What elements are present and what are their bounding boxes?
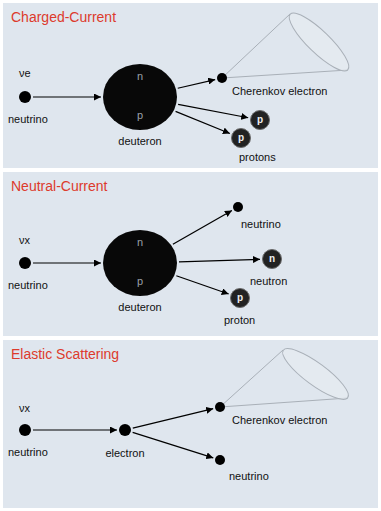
panel-title: Charged-Current — [11, 9, 116, 26]
deuteron-nucleus: npdeuteron — [103, 64, 177, 130]
nucleon-ball: nneutron — [262, 249, 282, 269]
nucleon-symbol: p — [137, 109, 143, 122]
reaction-arrow — [179, 259, 260, 261]
particle-dot: Cherenkov electron — [215, 402, 225, 412]
particle-label: neutron — [250, 275, 287, 288]
panel-ground — [3, 340, 378, 508]
particle-label: deuteron — [118, 301, 161, 314]
particle-label: electron — [105, 447, 144, 460]
reaction-panel: Neutral-Currentνxneutrinonpdeuteronneutr… — [3, 172, 378, 336]
nucleon-ball: p — [250, 110, 270, 130]
particle-label: Cherenkov electron — [232, 414, 327, 427]
nucleon-symbol: n — [137, 236, 143, 249]
particle-dot: neutrino — [233, 202, 243, 212]
reaction-arrow — [33, 429, 117, 430]
nucleon-symbol: n — [137, 70, 143, 83]
particle-label: neutrino — [229, 470, 269, 483]
panel-title: Elastic Scattering — [11, 346, 119, 363]
particle-dot: neutrino — [215, 455, 225, 465]
particle-label: neutrino — [8, 446, 48, 459]
particle-label: neutrino — [8, 279, 48, 292]
particle-symbol: νx — [19, 402, 30, 415]
particle-label: proton — [224, 314, 255, 327]
reaction-arrow — [178, 80, 215, 89]
particle-label: neutrino — [241, 218, 281, 231]
panel-title: Neutral-Current — [11, 178, 107, 195]
reaction-arrow — [133, 409, 213, 428]
particle-dot: electron — [119, 424, 131, 436]
panel-ground — [3, 3, 378, 168]
reaction-arrow — [173, 210, 232, 244]
reaction-arrow — [178, 104, 248, 117]
nucleon-symbol: p — [137, 275, 143, 288]
nucleon-ball: pproton — [230, 288, 250, 308]
reaction-arrow — [133, 432, 214, 457]
particle-label: neutrino — [8, 113, 48, 126]
reaction-arrow — [176, 111, 230, 133]
nucleon-symbol: p — [237, 292, 243, 304]
nucleon-symbol: p — [257, 114, 263, 126]
particle-label: Cherenkov electron — [232, 85, 327, 98]
particle-symbol: νe — [19, 67, 31, 80]
nucleon-symbol: n — [269, 253, 275, 265]
particle-dot: νeneutrino — [19, 91, 31, 103]
particle-dot: νxneutrino — [19, 257, 31, 269]
reaction-arrow — [33, 96, 101, 97]
reaction-arrow — [33, 262, 101, 263]
cherenkov-cone — [222, 6, 355, 78]
panel-ground — [3, 172, 378, 336]
reaction-arrow — [176, 276, 228, 294]
nucleon-symbol: p — [238, 132, 244, 144]
particle-symbol: νx — [19, 234, 30, 247]
reaction-panel: Charged-CurrentνeneutrinonpdeuteronChere… — [3, 3, 378, 168]
nucleon-ball: p — [231, 128, 251, 148]
reaction-panel: Elastic ScatteringνxneutrinoelectronCher… — [3, 340, 378, 508]
particle-dot: νxneutrino — [19, 424, 31, 436]
particle-label: deuteron — [118, 135, 161, 148]
cherenkov-cone — [220, 341, 354, 407]
group-label: protons — [239, 151, 276, 164]
deuteron-nucleus: npdeuteron — [103, 230, 177, 296]
particle-dot: Cherenkov electron — [217, 73, 227, 83]
